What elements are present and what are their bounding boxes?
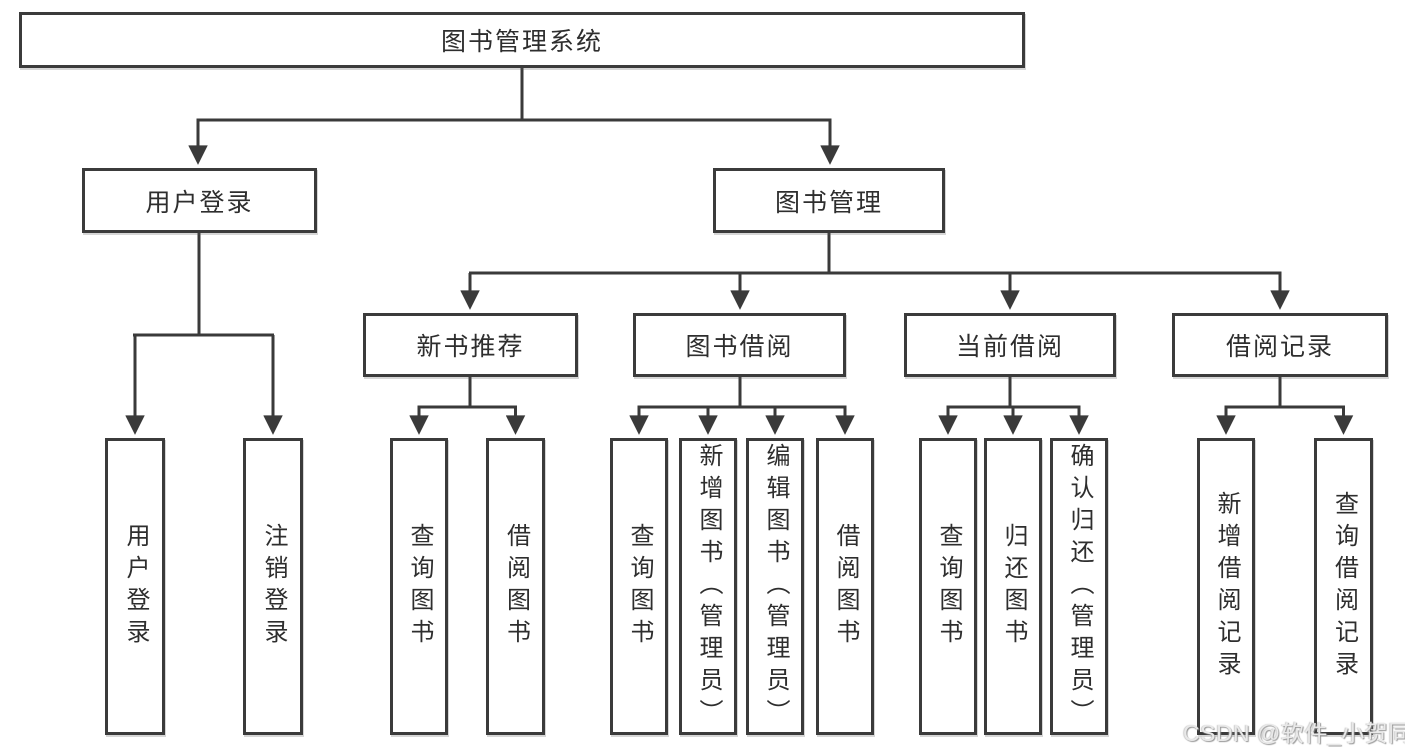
csdn-watermark: CSDN @软件_小贺同学 xyxy=(1183,720,1405,746)
leaf-label: 归还图书 xyxy=(1000,522,1027,651)
leaf-query-books-recommend: 查询图书 xyxy=(390,438,448,735)
leaf-borrow-books-borrowing: 借阅图书 xyxy=(816,438,874,735)
leaf-query-borrow-record: 查询借阅记录 xyxy=(1314,438,1373,735)
node-new-book-recommend: 新书推荐 xyxy=(363,313,578,377)
leaf-return-books: 归还图书 xyxy=(984,438,1042,735)
leaf-label: 查询借阅记录 xyxy=(1330,490,1358,683)
leaf-label: 新增借阅记录 xyxy=(1213,490,1240,683)
leaf-label: 注销登录 xyxy=(260,522,287,651)
leaf-label: 编辑图书（管理员） xyxy=(762,442,789,731)
leaf-label: 查询图书 xyxy=(935,522,962,651)
leaf-label: 借阅图书 xyxy=(502,522,530,651)
leaf-label: 借阅图书 xyxy=(832,522,859,651)
leaf-confirm-return-admin: 确认归还（管理员） xyxy=(1050,438,1108,735)
node-system-root: 图书管理系统 xyxy=(19,12,1025,68)
node-borrow-records: 借阅记录 xyxy=(1172,313,1388,377)
node-current-borrowing: 当前借阅 xyxy=(904,313,1116,377)
leaf-query-books-borrowing: 查询图书 xyxy=(610,438,668,735)
leaf-query-books-current: 查询图书 xyxy=(919,438,977,735)
leaf-label: 确认归还（管理员） xyxy=(1066,442,1093,731)
leaf-borrow-books-recommend: 借阅图书 xyxy=(486,438,545,735)
leaf-logout: 注销登录 xyxy=(243,438,303,735)
leaf-label: 查询图书 xyxy=(406,522,433,651)
leaf-add-borrow-record: 新增借阅记录 xyxy=(1197,438,1255,735)
node-book-management: 图书管理 xyxy=(713,168,945,233)
leaf-label: 用户登录 xyxy=(122,522,149,651)
leaf-edit-books-admin: 编辑图书（管理员） xyxy=(746,438,804,735)
leaf-add-books-admin: 新增图书（管理员） xyxy=(679,438,737,735)
leaf-user-login: 用户登录 xyxy=(105,438,165,735)
node-book-borrowing: 图书借阅 xyxy=(633,313,846,377)
leaf-label: 查询图书 xyxy=(626,522,653,651)
leaf-label: 新增图书（管理员） xyxy=(695,442,722,731)
node-user-login-branch: 用户登录 xyxy=(82,168,317,233)
